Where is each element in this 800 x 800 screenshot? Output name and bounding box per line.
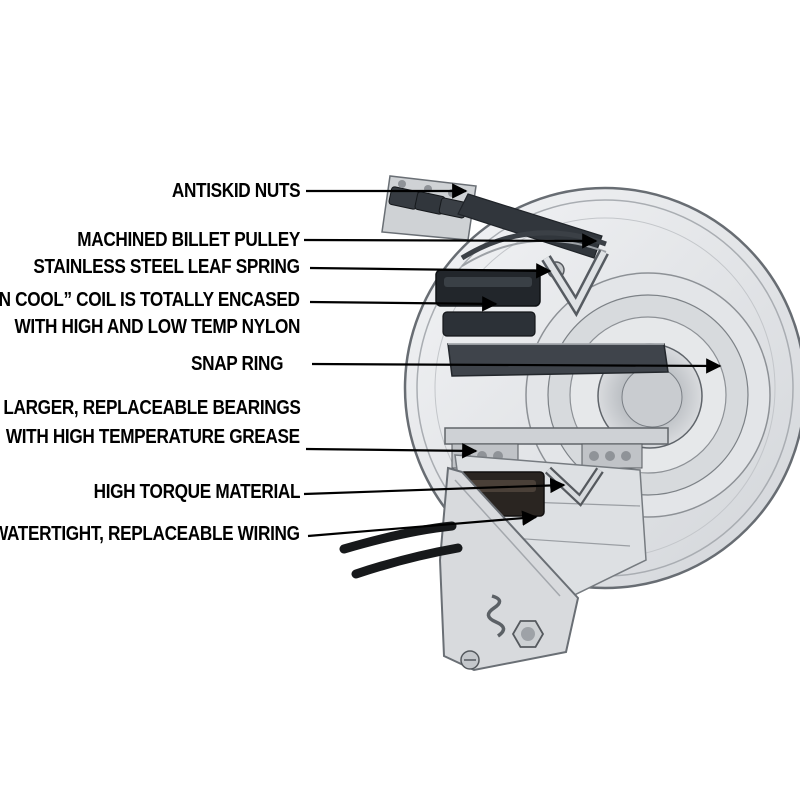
label-stainless-steel-leaf-spring: STAINLESS STEEL LEAF SPRING	[33, 256, 301, 278]
snap-ring-band	[447, 343, 669, 377]
label-antiskid-nuts: ANTISKID NUTS	[171, 180, 301, 202]
label-run-cool-coil-line1: “RUN COOL” COIL IS TOTALLY ENCASED	[0, 289, 300, 311]
label-high-torque-material: HIGH TORQUE MATERIAL	[93, 481, 300, 503]
arrow-bearings	[305, 443, 478, 459]
armature-v-section	[541, 249, 609, 318]
label-machined-billet-pulley: MACHINED BILLET PULLEY	[77, 229, 300, 251]
mounting-bracket	[438, 466, 580, 672]
arrow-snap-ring	[311, 358, 722, 374]
wires	[339, 521, 463, 579]
arrow-high-torque-material	[303, 477, 566, 496]
arrow-watertight-wiring	[307, 510, 538, 538]
upper-coil-housing	[435, 269, 541, 337]
label-run-cool-coil-line2: WITH HIGH AND LOW TEMP NYLON	[14, 316, 300, 338]
bracket-spring	[486, 594, 506, 638]
label-bearings-line1: LARGER, REPLACEABLE BEARINGS	[2, 397, 300, 419]
label-snap-ring: SNAP RING	[190, 353, 284, 375]
arrow-leaf-spring	[309, 263, 552, 279]
label-watertight-wiring: WATERTIGHT, REPLACEABLE WIRING	[0, 523, 300, 545]
label-bearings-line2: WITH HIGH TEMPERATURE GREASE	[6, 426, 300, 448]
arrow-machined-billet-pulley	[303, 233, 598, 249]
callout-arrows	[303, 183, 722, 538]
arrow-run-cool-coil	[309, 296, 498, 312]
